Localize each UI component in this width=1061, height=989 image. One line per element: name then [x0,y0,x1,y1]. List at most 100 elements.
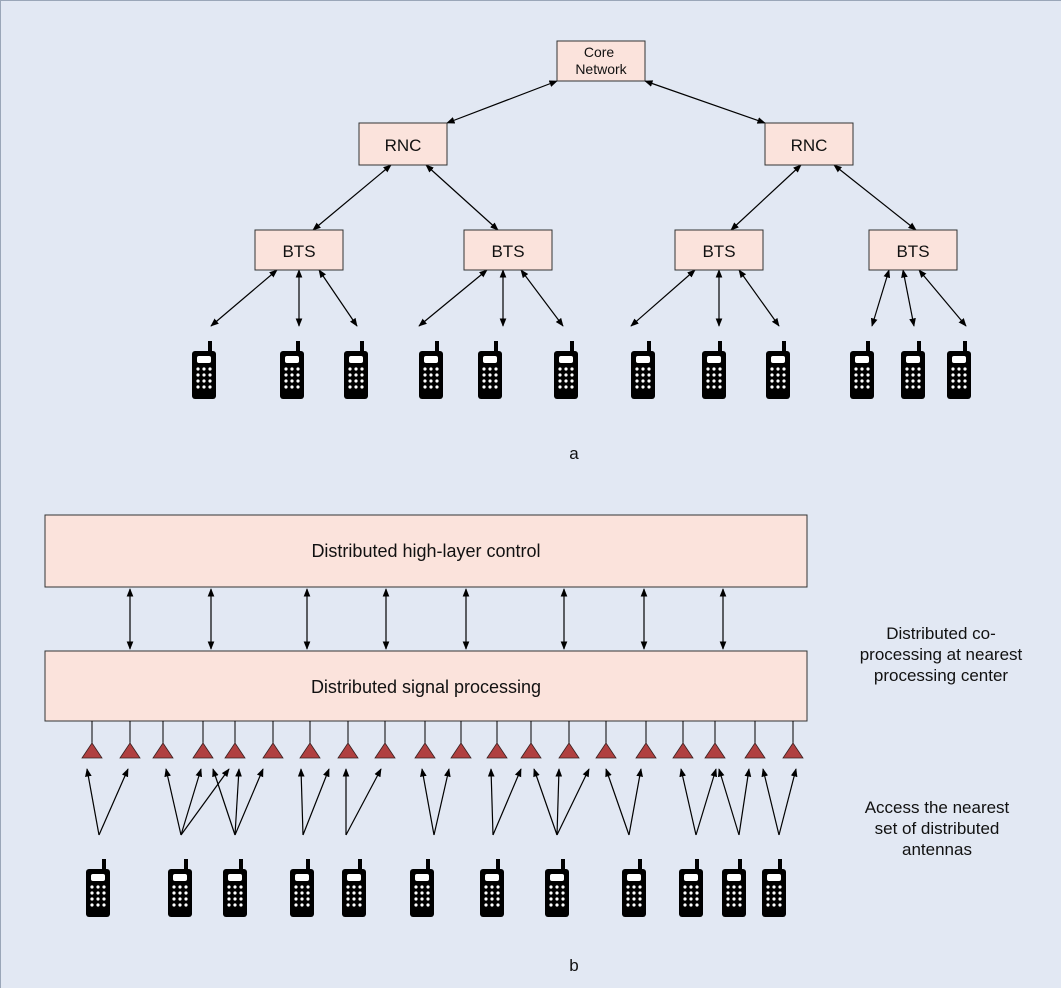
access-arrow-9 [297,768,305,836]
signal-processing-label: Distributed signal processing [311,677,541,697]
mobile-phone-icon-b-11 [722,859,746,917]
processing-side-label: Distributed co- processing at nearest pr… [859,624,1023,685]
access-arrow-14 [433,768,451,836]
access-arrow-17 [533,768,558,836]
part-a: Core Network RNC RNC BTS BTS BTS BTS [192,40,971,463]
core-network-node: Core Network [556,40,646,82]
mobile-phone-icon-a-7 [631,341,655,399]
mobile-phone-icon-b-12 [762,859,786,917]
core-network-line-2: Network [575,61,627,77]
antenna-triangle-icon-18 [704,721,726,759]
access-arrow-26 [761,768,780,836]
rnc-left-node: RNC [358,122,448,166]
access-arrow-16 [492,768,522,836]
mobile-phone-icon-b-3 [223,859,247,917]
mobile-phone-icon-a-5 [478,341,502,399]
link-bts4-handset3 [918,269,967,327]
mobile-phone-icon-a-9 [766,341,790,399]
access-arrow-24 [717,768,740,836]
antenna-triangle-icon-9 [374,721,396,759]
access-arrow-20 [605,768,630,836]
mobile-phone-icon-a-4 [419,341,443,399]
antenna-array [81,721,804,759]
link-rnc-bts-1 [312,164,392,231]
link-rnc-bts-4 [833,164,917,231]
antenna-triangle-icon-20 [782,721,804,759]
antenna-triangle-icon-3 [152,721,174,759]
mobile-phone-icon-a-6 [554,341,578,399]
bts-label-1: BTS [282,242,315,261]
core-network-label: Core Network [575,44,627,77]
antenna-triangle-icon-8 [337,721,359,759]
core-network-line-1: Core [584,44,615,60]
connections-a [210,80,967,327]
signal-processing-box: Distributed signal processing [44,650,808,722]
link-core-rnc-right [644,80,766,124]
antenna-triangle-icon-11 [450,721,472,759]
mobile-phone-icon-b-5 [342,859,366,917]
link-bts3-handset1 [630,269,696,327]
access-side-label: Access the nearest set of distributed an… [864,798,1010,859]
access-arrow-4 [180,768,203,836]
mobile-phone-icon-a-10 [850,341,874,399]
control-processing-links [126,588,727,650]
access-arrow-19 [556,768,590,836]
antenna-triangle-icon-15 [595,721,617,759]
link-rnc-bts-2 [425,164,499,231]
mobile-phone-icon-b-7 [480,859,504,917]
antenna-triangle-icon-2 [119,721,141,759]
antenna-triangle-icon-1 [81,721,103,759]
high-layer-control-label: Distributed high-layer control [311,541,540,561]
mobile-phone-icon-b-10 [679,859,703,917]
bts-label-4: BTS [896,242,929,261]
access-arrow-8 [234,768,264,836]
antenna-triangle-icon-17 [672,721,694,759]
high-layer-control-box: Distributed high-layer control [44,514,808,588]
access-arrow-22 [679,768,697,836]
mobile-phone-icon-b-8 [545,859,569,917]
bts-label-3: BTS [702,242,735,261]
part-b: Distributed high-layer control Distribut… [44,514,808,975]
access-arrow-15 [487,768,495,836]
antenna-triangle-icon-13 [520,721,542,759]
link-bts1-handset3 [318,269,358,327]
antenna-triangle-icon-10 [414,721,436,759]
bts-node-3: BTS [674,229,764,271]
mobile-phone-icon-a-12 [947,341,971,399]
antenna-triangle-icon-7 [299,721,321,759]
access-arrow-27 [778,768,798,836]
access-arrow-1 [85,768,100,836]
access-arrow-6 [212,768,236,836]
access-arrow-18 [555,768,563,836]
access-arrow-7 [234,768,242,836]
antenna-triangle-icon-19 [744,721,766,759]
link-bts4-handset1 [870,269,891,327]
rnc-left-label: RNC [385,136,422,155]
antenna-triangle-icon-5 [224,721,246,759]
mobile-phone-icon-a-8 [702,341,726,399]
access-arrow-13 [420,768,435,836]
access-arrow-21 [628,768,643,836]
mobile-phone-icon-b-6 [410,859,434,917]
access-arrow-3 [164,768,182,836]
link-bts3-handset3 [738,269,780,327]
mobile-phone-icon-a-11 [901,341,925,399]
access-arrow-5 [180,768,230,836]
access-arrow-10 [302,768,330,836]
mobile-phone-icon-b-4 [290,859,314,917]
bts-node-1: BTS [254,229,344,271]
mobile-phone-icon-a-3 [344,341,368,399]
bts-node-4: BTS [868,229,958,271]
antenna-triangle-icon-6 [262,721,284,759]
link-bts2-handset3 [520,269,564,327]
link-bts4-handset2 [901,269,916,327]
antenna-triangle-icon-12 [486,721,508,759]
access-arrow-25 [738,768,752,836]
access-arrow-2 [98,768,129,836]
bts-node-2: BTS [463,229,553,271]
access-arrow-12 [345,768,382,836]
mobile-phone-icon-b-2 [168,859,192,917]
mobile-phone-icon-a-2 [280,341,304,399]
